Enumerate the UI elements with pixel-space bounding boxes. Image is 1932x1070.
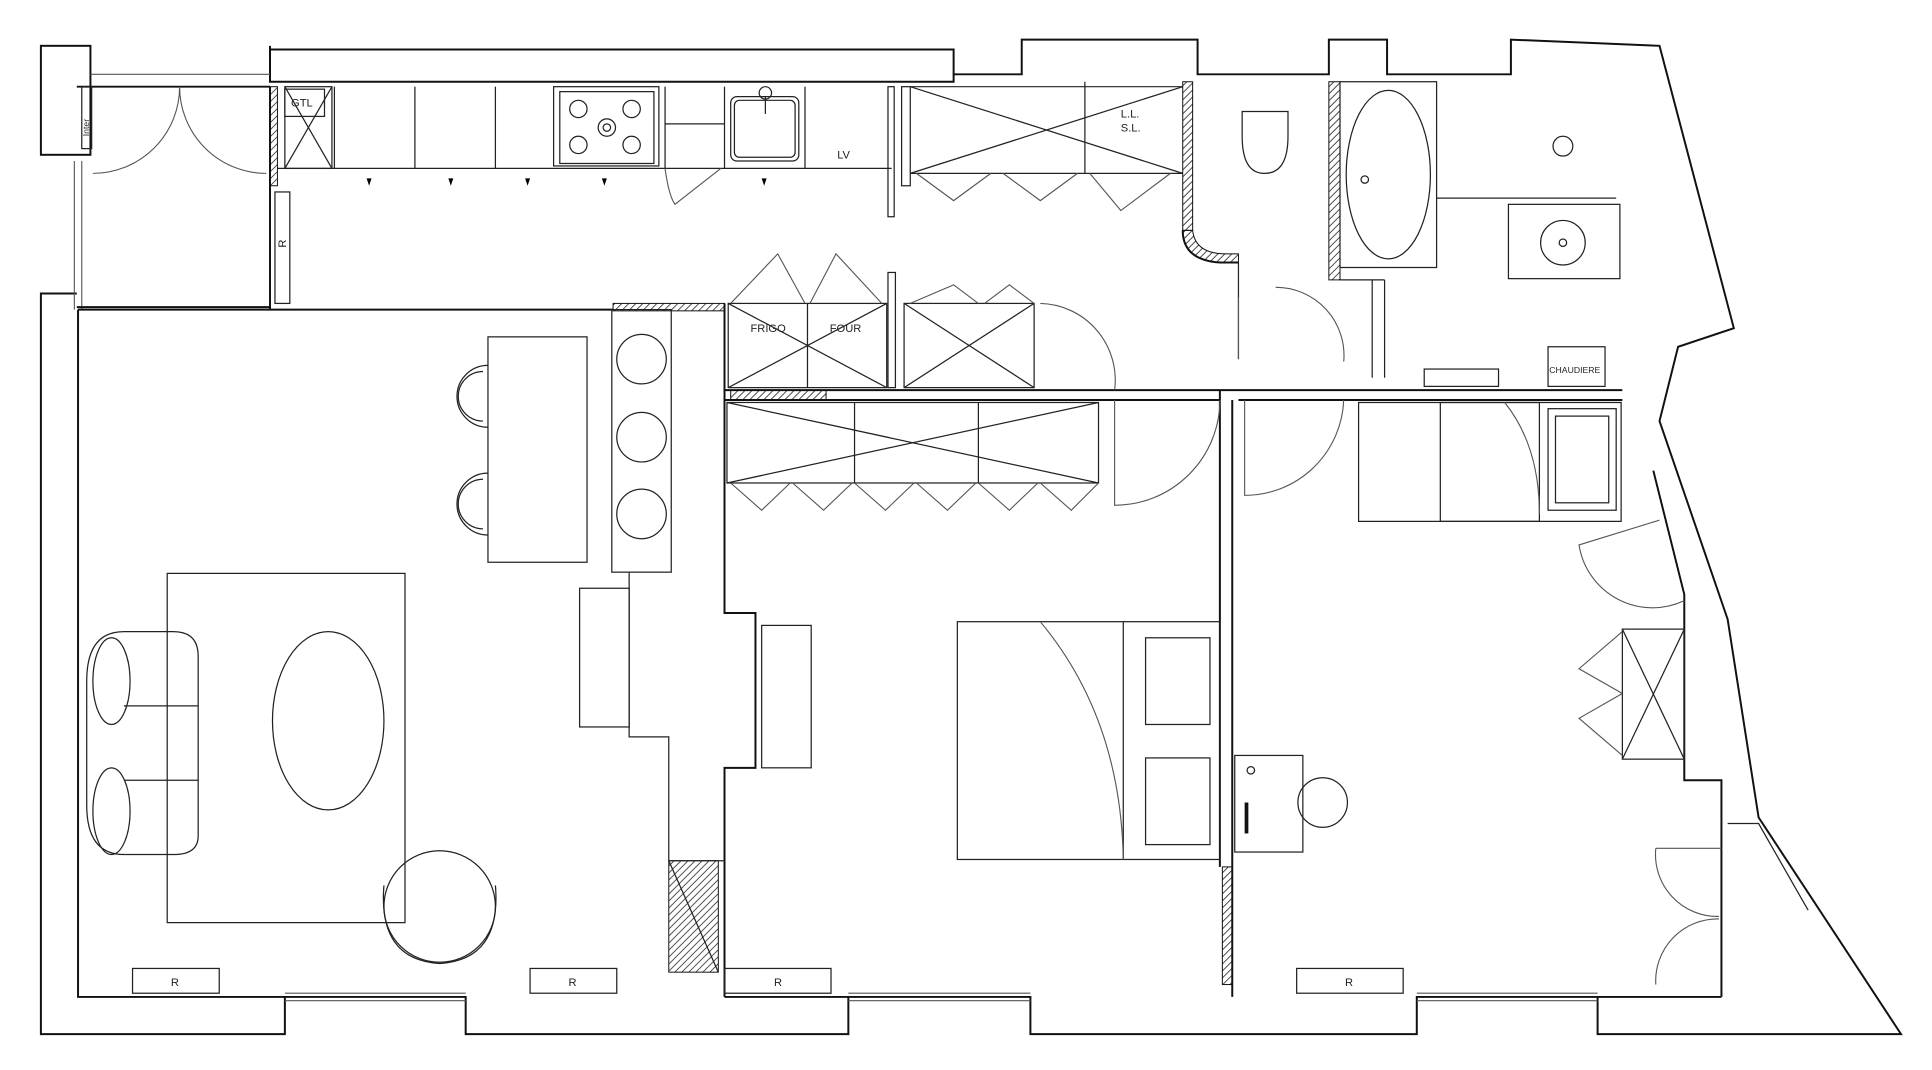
radiator-label: R [774, 977, 782, 989]
entrance: Inter R [76, 85, 291, 310]
kitchen-island [487, 336, 588, 563]
armchair [382, 850, 497, 965]
sink-icon [730, 86, 800, 162]
bar-stools [456, 364, 488, 536]
bathtub-icon [1339, 81, 1438, 269]
windows [73, 73, 1598, 1002]
living-room [86, 308, 812, 965]
exterior-walls [39, 38, 1903, 1036]
radiator-label: R [171, 977, 179, 989]
radiator-label: R [277, 240, 289, 248]
radiators: R R R R [131, 967, 1404, 994]
gtl-label: GTL [291, 98, 313, 110]
boiler-label: CHAUDIERE [1549, 365, 1600, 375]
intercom-label: Inter [81, 119, 91, 136]
interior-walls [78, 302, 1623, 997]
bedroom-2 [1234, 401, 1722, 985]
radiator-label: R [568, 977, 576, 989]
washing-machine-label: L.L. [1121, 109, 1140, 121]
laundry-cupboard: L.L. S.L. [910, 81, 1183, 212]
oven-label: FOUR [830, 323, 862, 335]
radiator-label: R [1345, 977, 1353, 989]
bathroom: CHAUDIERE [1181, 81, 1621, 388]
tall-units: FRIGO FOUR [726, 252, 1345, 511]
coffee-table [271, 630, 385, 811]
bed [956, 621, 1221, 861]
kitchen-counter: GTL LV [277, 86, 911, 218]
cooktop-icon [559, 91, 655, 165]
ceiling-spots [366, 178, 767, 186]
dryer-label: S.L. [1121, 122, 1141, 134]
bedroom-1 [956, 621, 1221, 861]
rug [166, 572, 406, 924]
toilet-icon [1241, 110, 1289, 174]
sofa [86, 630, 199, 856]
dishwasher-label: LV [837, 150, 850, 162]
desk [1234, 754, 1304, 853]
fridge-label: FRIGO [751, 323, 787, 335]
washbasin-icon [1507, 203, 1621, 280]
